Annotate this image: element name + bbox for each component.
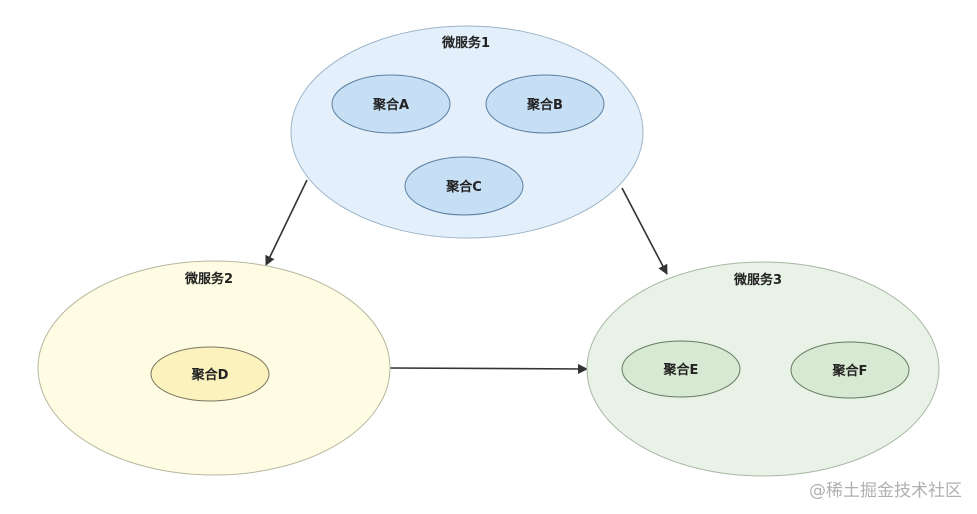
aggregate-d-shape[interactable] [150,346,270,402]
microservice-3-boundary[interactable] [586,261,940,477]
microservice-3-title: 微服务3 [733,272,782,288]
aggregate-e[interactable]: 聚合E [621,340,741,398]
aggregate-d-label: 聚合D [191,367,229,383]
microservice-1-title: 微服务1 [441,35,490,51]
microservice-1[interactable]: 微服务1 聚合A 聚合B 聚合C [290,25,644,239]
aggregate-a-label: 聚合A [372,97,409,113]
microservice-2[interactable]: 微服务2 聚合D [37,260,391,476]
aggregate-c-label: 聚合C [445,179,482,195]
microservice-3[interactable]: 微服务3 聚合E 聚合F [586,261,940,477]
aggregate-b-shape[interactable] [485,74,605,134]
aggregate-f-label: 聚合F [832,363,868,379]
aggregate-b[interactable]: 聚合B [485,74,605,134]
aggregate-a[interactable]: 聚合A [331,74,451,134]
aggregate-f[interactable]: 聚合F [790,341,910,399]
edge-ms2-to-ms3 [388,363,588,374]
watermark-text: @稀土掘金技术社区 [809,481,962,501]
aggregate-d[interactable]: 聚合D [150,346,270,402]
aggregate-b-label: 聚合B [526,97,563,113]
edge-ms1-to-ms2 [265,179,308,266]
edge-ms1-to-ms3 [621,187,668,275]
aggregate-e-label: 聚合E [663,362,699,378]
aggregate-c-shape[interactable] [404,156,524,216]
aggregate-c[interactable]: 聚合C [404,156,524,216]
aggregate-f-shape[interactable] [790,341,910,399]
microservice-2-title: 微服务2 [184,271,233,287]
edges-layer [265,179,668,374]
aggregate-e-shape[interactable] [621,340,741,398]
aggregate-a-shape[interactable] [331,74,451,134]
